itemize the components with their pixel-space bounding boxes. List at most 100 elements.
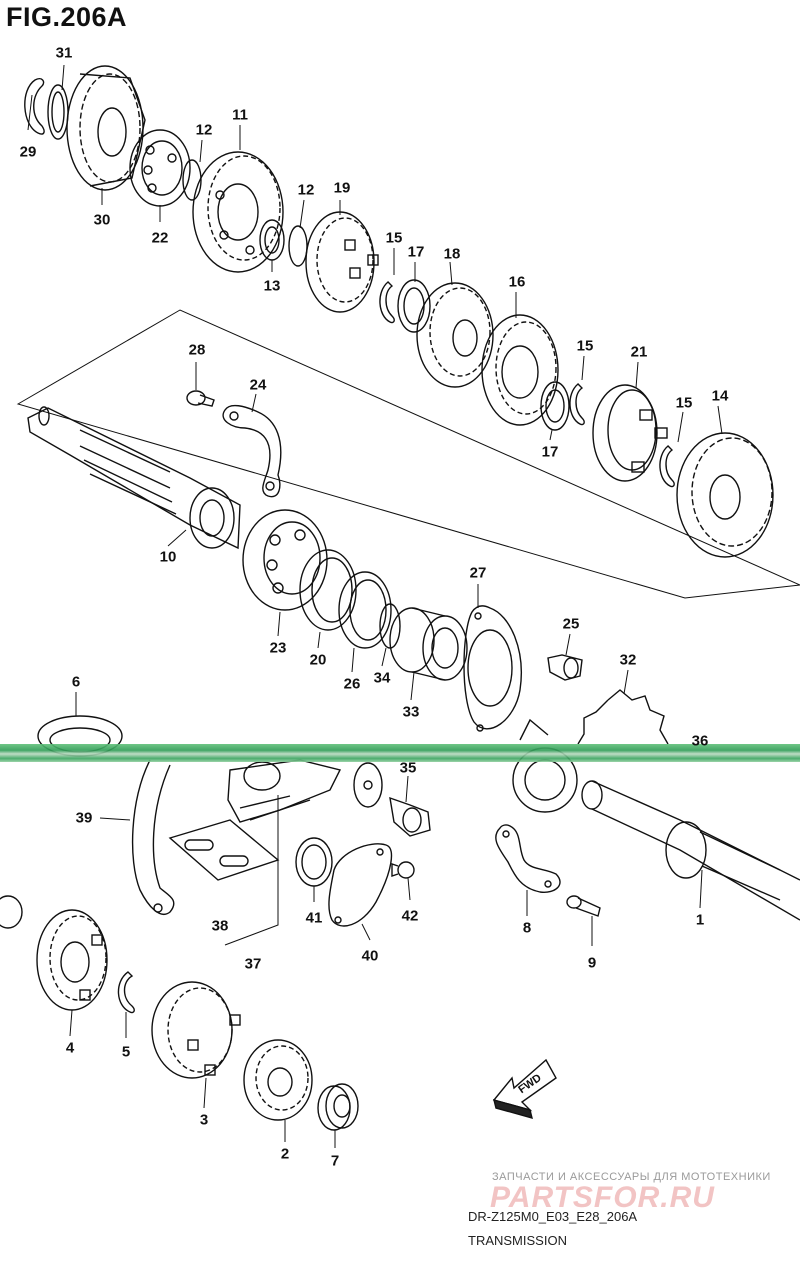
part-18-gear xyxy=(416,282,494,388)
part-40-cover xyxy=(328,843,393,927)
callout-7: 7 xyxy=(330,1152,340,1170)
part-10-countershaft xyxy=(27,406,241,550)
callout-17-b: 17 xyxy=(541,443,559,461)
callout-30: 30 xyxy=(93,211,111,229)
part-12-washer-b xyxy=(288,225,308,267)
part-35-bolt-washer xyxy=(353,762,431,837)
callout-6: 6 xyxy=(71,673,81,691)
callout-18: 18 xyxy=(443,245,461,263)
callout-19: 19 xyxy=(333,179,351,197)
callout-5: 5 xyxy=(121,1043,131,1061)
part-7-bearing xyxy=(317,1083,359,1131)
callout-35: 35 xyxy=(399,759,417,777)
part-24-stopper-plate xyxy=(222,404,282,498)
callout-26: 26 xyxy=(343,675,361,693)
part-15-circlip-b xyxy=(569,383,585,426)
part-15-circlip xyxy=(379,281,395,324)
part-11-gear xyxy=(192,151,284,273)
callout-39: 39 xyxy=(75,809,93,827)
callout-23: 23 xyxy=(269,639,287,657)
part-23-bearing xyxy=(242,509,328,611)
part-5-circlip xyxy=(117,971,135,1014)
part-36-bearing xyxy=(512,718,578,813)
callout-12-b: 12 xyxy=(297,181,315,199)
callout-11: 11 xyxy=(232,106,248,124)
part-22-bearing xyxy=(129,129,191,207)
part-31-washer xyxy=(47,84,69,140)
leader-lines xyxy=(27,64,723,1148)
callout-15-b: 15 xyxy=(576,337,594,355)
part-30-gear xyxy=(66,65,146,191)
part-8-stopper-plate xyxy=(495,824,561,893)
part-33-spacer xyxy=(389,607,468,681)
scan-artifact-band xyxy=(0,744,800,762)
callout-33: 33 xyxy=(402,703,420,721)
callout-42: 42 xyxy=(401,907,419,925)
callout-9: 9 xyxy=(587,954,597,972)
callout-10: 10 xyxy=(159,548,177,566)
callout-17: 17 xyxy=(407,243,425,261)
callout-25: 25 xyxy=(562,615,580,633)
part-15-circlip-c xyxy=(659,445,675,488)
part-4-gear xyxy=(36,909,108,1011)
part-26-seal xyxy=(338,571,392,649)
figure-title: FIG.206A xyxy=(6,2,128,32)
diagram-code: DR-Z125M0_E03_E28_206A xyxy=(468,1209,638,1224)
callout-32: 32 xyxy=(619,651,637,669)
part-19-gear xyxy=(305,211,379,313)
part-32-sprocket xyxy=(577,689,669,745)
part-25-bolt xyxy=(547,654,583,681)
callout-20: 20 xyxy=(309,651,327,669)
callout-2: 2 xyxy=(280,1145,290,1163)
callout-38-37-bracket xyxy=(224,795,279,946)
part-41-o-ring xyxy=(295,837,333,887)
part-17-splined-washer-b xyxy=(540,381,570,431)
callout-22: 22 xyxy=(151,229,169,247)
part-16-gear xyxy=(481,314,559,426)
part-39-chain-guide xyxy=(131,759,175,915)
part-28-screw xyxy=(186,390,215,407)
callout-29: 29 xyxy=(19,143,37,161)
callout-3: 3 xyxy=(199,1111,209,1129)
part-9-screw xyxy=(566,895,601,917)
callout-38: 38 xyxy=(211,917,229,935)
callout-28: 28 xyxy=(188,341,206,359)
callout-40: 40 xyxy=(361,947,379,965)
callout-1: 1 xyxy=(695,911,705,929)
callout-4: 4 xyxy=(65,1039,75,1057)
part-1-driveshaft xyxy=(581,780,800,921)
part-14-gear xyxy=(676,432,774,558)
callout-31: 31 xyxy=(55,44,73,62)
callout-14: 14 xyxy=(711,387,729,405)
part-17-splined-washer xyxy=(397,279,431,333)
watermark-brand: PARTSFOR.RU xyxy=(490,1181,715,1214)
part-29-circlip xyxy=(24,77,45,135)
callout-37: 37 xyxy=(244,955,262,973)
callout-34: 34 xyxy=(373,669,391,687)
part-42-screw xyxy=(391,861,415,879)
diagram-caption: TRANSMISSION xyxy=(468,1233,567,1248)
part-38-chain-joint xyxy=(168,819,280,881)
part-21-gear xyxy=(592,384,668,482)
callout-21: 21 xyxy=(630,343,648,361)
part-2-gear xyxy=(243,1039,313,1121)
callout-41: 41 xyxy=(305,909,323,927)
callout-13: 13 xyxy=(263,277,281,295)
callout-24: 24 xyxy=(249,376,267,394)
callout-12: 12 xyxy=(195,121,213,139)
callout-27: 27 xyxy=(469,564,487,582)
watermark-tagline: ЗАПЧАСТИ И АКСЕССУАРЫ ДЛЯ МОТОТЕХНИКИ xyxy=(492,1171,771,1183)
callout-8: 8 xyxy=(522,919,532,937)
part-12-washer xyxy=(182,159,202,201)
callout-36: 36 xyxy=(691,732,709,750)
part-edge-gear xyxy=(0,895,23,929)
callout-15: 15 xyxy=(385,229,403,247)
part-20-oil-seal xyxy=(299,549,357,631)
part-27-retainer-plate xyxy=(463,605,522,732)
callout-16: 16 xyxy=(508,273,526,291)
fwd-arrow-icon xyxy=(492,1058,557,1119)
group-frame xyxy=(16,309,800,599)
part-3-gear xyxy=(151,981,241,1079)
